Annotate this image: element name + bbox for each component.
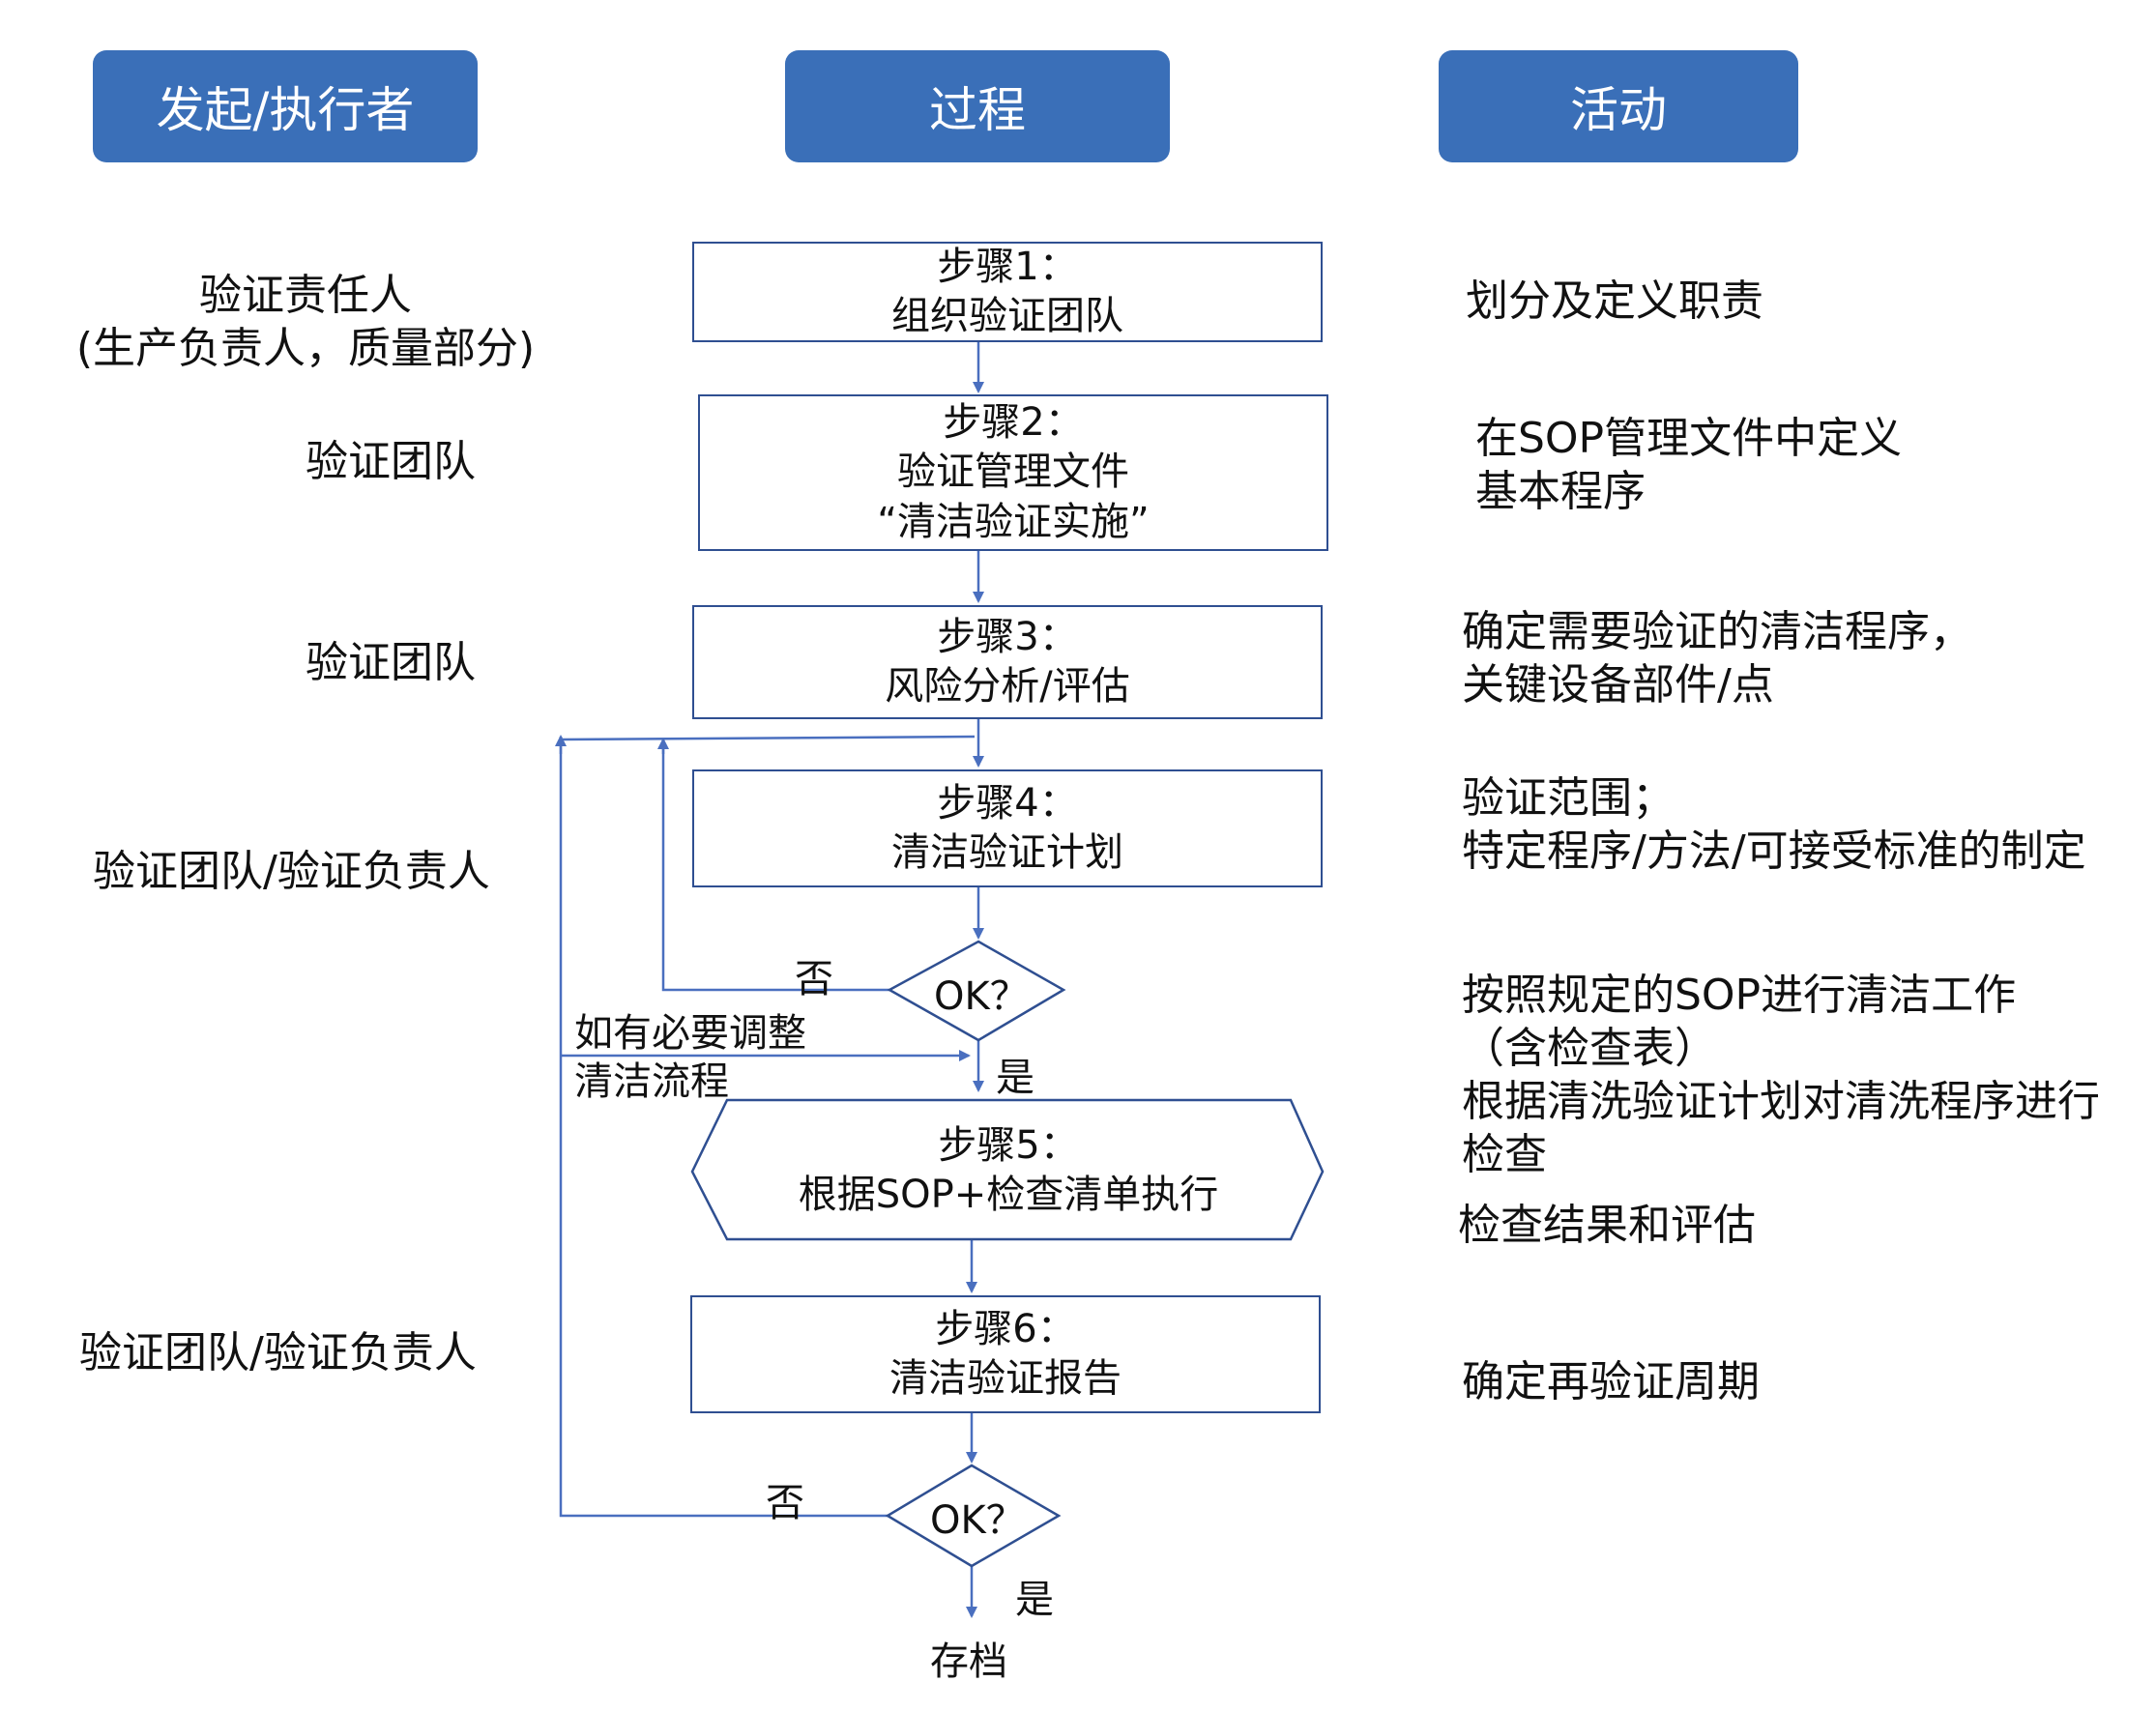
- step-2-subtitle: “清洁验证实施”: [877, 499, 1150, 544]
- role-4: 验证团队/验证负责人: [93, 847, 490, 896]
- role-2: 验证团队: [306, 437, 476, 486]
- step-1-box: 步骤1： 组织验证团队: [692, 242, 1323, 342]
- activity-5-line4: 检查: [1462, 1130, 1547, 1179]
- step-4-title: 清洁验证计划: [891, 830, 1123, 875]
- loop-note-line1: 如有必要调整: [574, 1011, 806, 1056]
- step-4-box: 步骤4： 清洁验证计划: [692, 769, 1323, 887]
- step-5-hexagon: 步骤5： 根据SOP+检查清单执行: [694, 1102, 1323, 1239]
- hexagon-step5-shape: [690, 1098, 1325, 1241]
- activity-5-eval: 检查结果和评估: [1458, 1201, 1756, 1250]
- loop-no2: [559, 737, 888, 1518]
- step-5-number: 步骤5：: [938, 1122, 1079, 1168]
- activity-5: 按照规定的SOP进行清洁工作 （含检查表） 根据清洗验证计划对清洗程序进行 检查: [1462, 969, 2100, 1181]
- decision-diamond-2: [885, 1464, 1062, 1568]
- decision-1-no: 否: [795, 957, 833, 1001]
- step-1-number: 步骤1：: [937, 244, 1078, 289]
- role-3: 验证团队: [306, 638, 476, 687]
- activity-1: 划分及定义职责: [1466, 276, 1763, 326]
- activity-6: 确定再验证周期: [1462, 1357, 1760, 1406]
- step-6-title: 清洁验证报告: [889, 1356, 1122, 1401]
- step-3-number: 步骤3：: [937, 614, 1078, 659]
- step-1-title: 组织验证团队: [891, 294, 1123, 338]
- decision-diamond-1: [887, 940, 1066, 1042]
- header-activity: 活动: [1439, 50, 1798, 162]
- archive-label: 存档: [930, 1639, 1007, 1684]
- header-initiator: 发起/执行者: [93, 50, 478, 162]
- activity-5-line2: （含检查表）: [1462, 1024, 1717, 1073]
- role-1-line1: 验证责任人: [199, 271, 412, 320]
- decision-2-no: 否: [766, 1481, 804, 1525]
- loop-note: 如有必要调整 清洁流程: [574, 1009, 806, 1106]
- activity-4: 验证范围； 特定程序/方法/可接受标准的制定: [1462, 771, 2086, 878]
- loop-note-line2: 清洁流程: [574, 1059, 729, 1104]
- decision-2-label: OK？: [930, 1498, 1025, 1543]
- loop-top: [560, 735, 976, 741]
- step-2-box: 步骤2： 验证管理文件 “清洁验证实施”: [698, 394, 1328, 551]
- step-4-number: 步骤4：: [937, 780, 1078, 826]
- step-6-box: 步骤6： 清洁验证报告: [690, 1295, 1321, 1413]
- step-2-number: 步骤2：: [943, 400, 1084, 446]
- decision-1-label: OK？: [934, 974, 1029, 1019]
- step-6-number: 步骤6：: [935, 1306, 1076, 1351]
- step-2-title: 验证管理文件: [897, 450, 1129, 495]
- step-5-title: 根据SOP+检查清单执行: [798, 1173, 1219, 1217]
- role-1: 验证责任人 (生产负责人，质量部分): [54, 269, 557, 375]
- activity-2-line1: 在SOP管理文件中定义: [1475, 414, 1903, 463]
- header-process: 过程: [785, 50, 1170, 162]
- header-process-label: 过程: [929, 82, 1026, 138]
- decision-1-yes: 是: [996, 1056, 1034, 1100]
- step-3-box: 步骤3： 风险分析/评估: [692, 605, 1323, 719]
- activity-4-line2: 特定程序/方法/可接受标准的制定: [1462, 826, 2086, 876]
- loop-no1: [661, 740, 889, 992]
- activity-3-line1: 确定需要验证的清洁程序，: [1462, 607, 1972, 656]
- step-3-title: 风险分析/评估: [885, 664, 1130, 709]
- activity-5-line1: 按照规定的SOP进行清洁工作: [1462, 971, 2017, 1020]
- activity-4-line1: 验证范围；: [1462, 773, 1675, 823]
- role-5: 验证团队/验证负责人: [79, 1328, 477, 1378]
- activity-5-line3: 根据清洗验证计划对清洗程序进行: [1462, 1077, 2100, 1126]
- activity-2-line2: 基本程序: [1475, 467, 1646, 516]
- header-initiator-label: 发起/执行者: [156, 82, 415, 138]
- header-activity-label: 活动: [1570, 82, 1667, 138]
- decision-2-yes: 是: [1015, 1578, 1054, 1622]
- activity-3: 确定需要验证的清洁程序， 关键设备部件/点: [1462, 605, 1972, 711]
- activity-3-line2: 关键设备部件/点: [1462, 660, 1774, 710]
- role-1-line2: (生产负责人，质量部分): [75, 324, 536, 373]
- activity-2: 在SOP管理文件中定义 基本程序: [1475, 412, 1902, 518]
